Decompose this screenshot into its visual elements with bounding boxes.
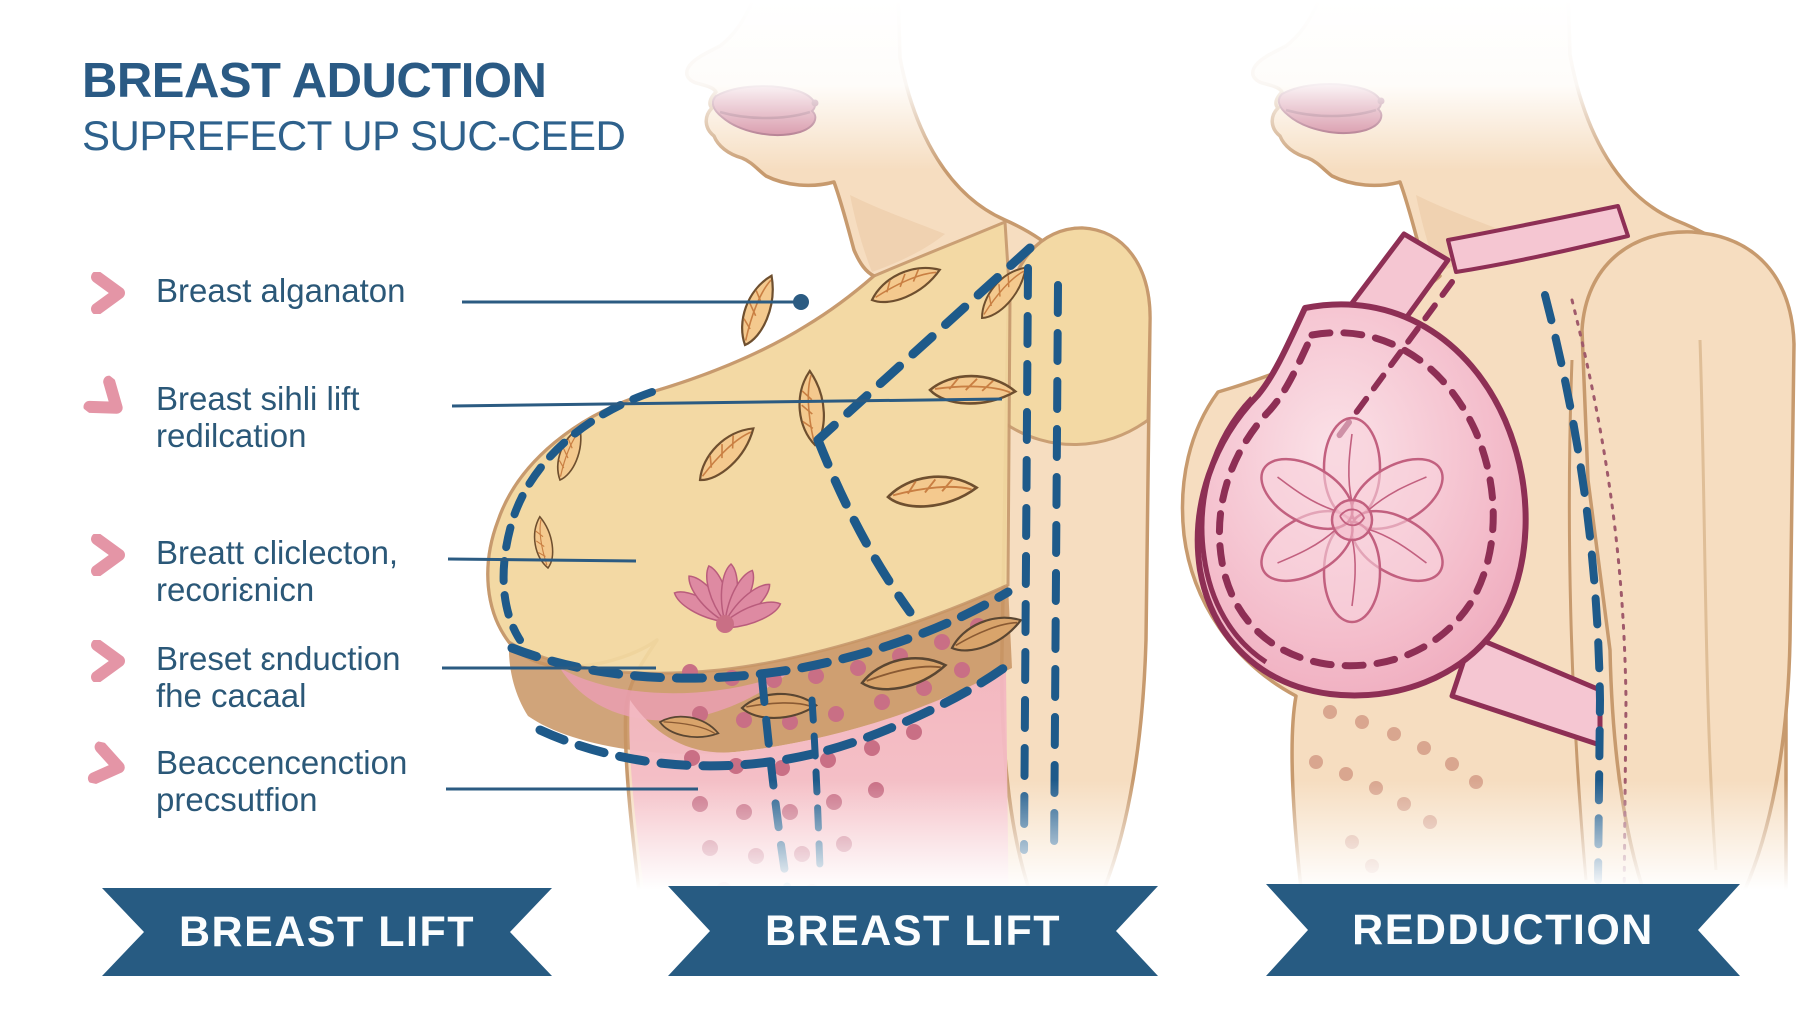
- banner-reduction: REDDUCTION: [1266, 884, 1740, 976]
- callout-item-4: Breset ɛnduction fhe cacaal: [88, 640, 400, 714]
- callout-item-3: Breatt cliclecton, recoriɛnicn: [88, 534, 398, 608]
- callout-line: Breast sihli lift: [156, 380, 360, 417]
- callout-line: fhe cacaal: [156, 677, 307, 714]
- callout-line: Beaccencenction: [156, 744, 408, 781]
- callout-line: Breatt cliclecton,: [156, 534, 399, 571]
- callout-line: precsutfion: [156, 781, 318, 818]
- banner-breast-lift-1: BREAST LIFT: [102, 888, 552, 976]
- callout-label: Breatt cliclecton, recoriɛnicn: [156, 534, 398, 608]
- callout-label: Breast alganaton: [156, 272, 406, 309]
- chevron-right-icon: [83, 375, 123, 414]
- callout-line: Breast alganaton: [156, 272, 406, 309]
- flower-lineart: [1260, 416, 1444, 624]
- chevron-right-icon: [91, 534, 125, 576]
- callout-label: Breset ɛnduction fhe cacaal: [156, 640, 400, 714]
- title-block: BREAST ADUCTION SUPREFECT UP SUC-CEED: [82, 54, 626, 160]
- reduction-figure: [1180, 0, 1796, 1024]
- callout-label: Beaccencenction precsutfion: [156, 744, 407, 818]
- callout-line: redilcation: [156, 417, 307, 454]
- callout-item-1: Breast alganaton: [88, 272, 406, 314]
- callout-label: Breast sihli lift redilcation: [156, 380, 360, 454]
- callout-line: Breset ɛnduction: [156, 640, 401, 677]
- page-subtitle: SUPREFECT UP SUC-CEED: [82, 112, 626, 160]
- page-title: BREAST ADUCTION: [82, 54, 547, 108]
- callout-line: recoriɛnicn: [156, 571, 315, 608]
- callout-item-5: Beaccencenction precsutfion: [87, 741, 407, 818]
- callout-item-2: Breast sihli lift redilcation: [83, 375, 360, 454]
- arm-guide-lines: [1541, 291, 1628, 907]
- banner-breast-lift-2: BREAST LIFT: [668, 886, 1158, 976]
- chevron-right-icon: [91, 272, 125, 314]
- banner-label: BREAST LIFT: [179, 907, 475, 956]
- banner-label: REDDUCTION: [1352, 905, 1654, 954]
- banner-label: BREAST LIFT: [765, 906, 1061, 955]
- chevron-right-icon: [91, 640, 125, 682]
- fan-flower: [673, 562, 782, 633]
- chevron-right-icon: [87, 741, 125, 785]
- leader-dot: [793, 294, 809, 310]
